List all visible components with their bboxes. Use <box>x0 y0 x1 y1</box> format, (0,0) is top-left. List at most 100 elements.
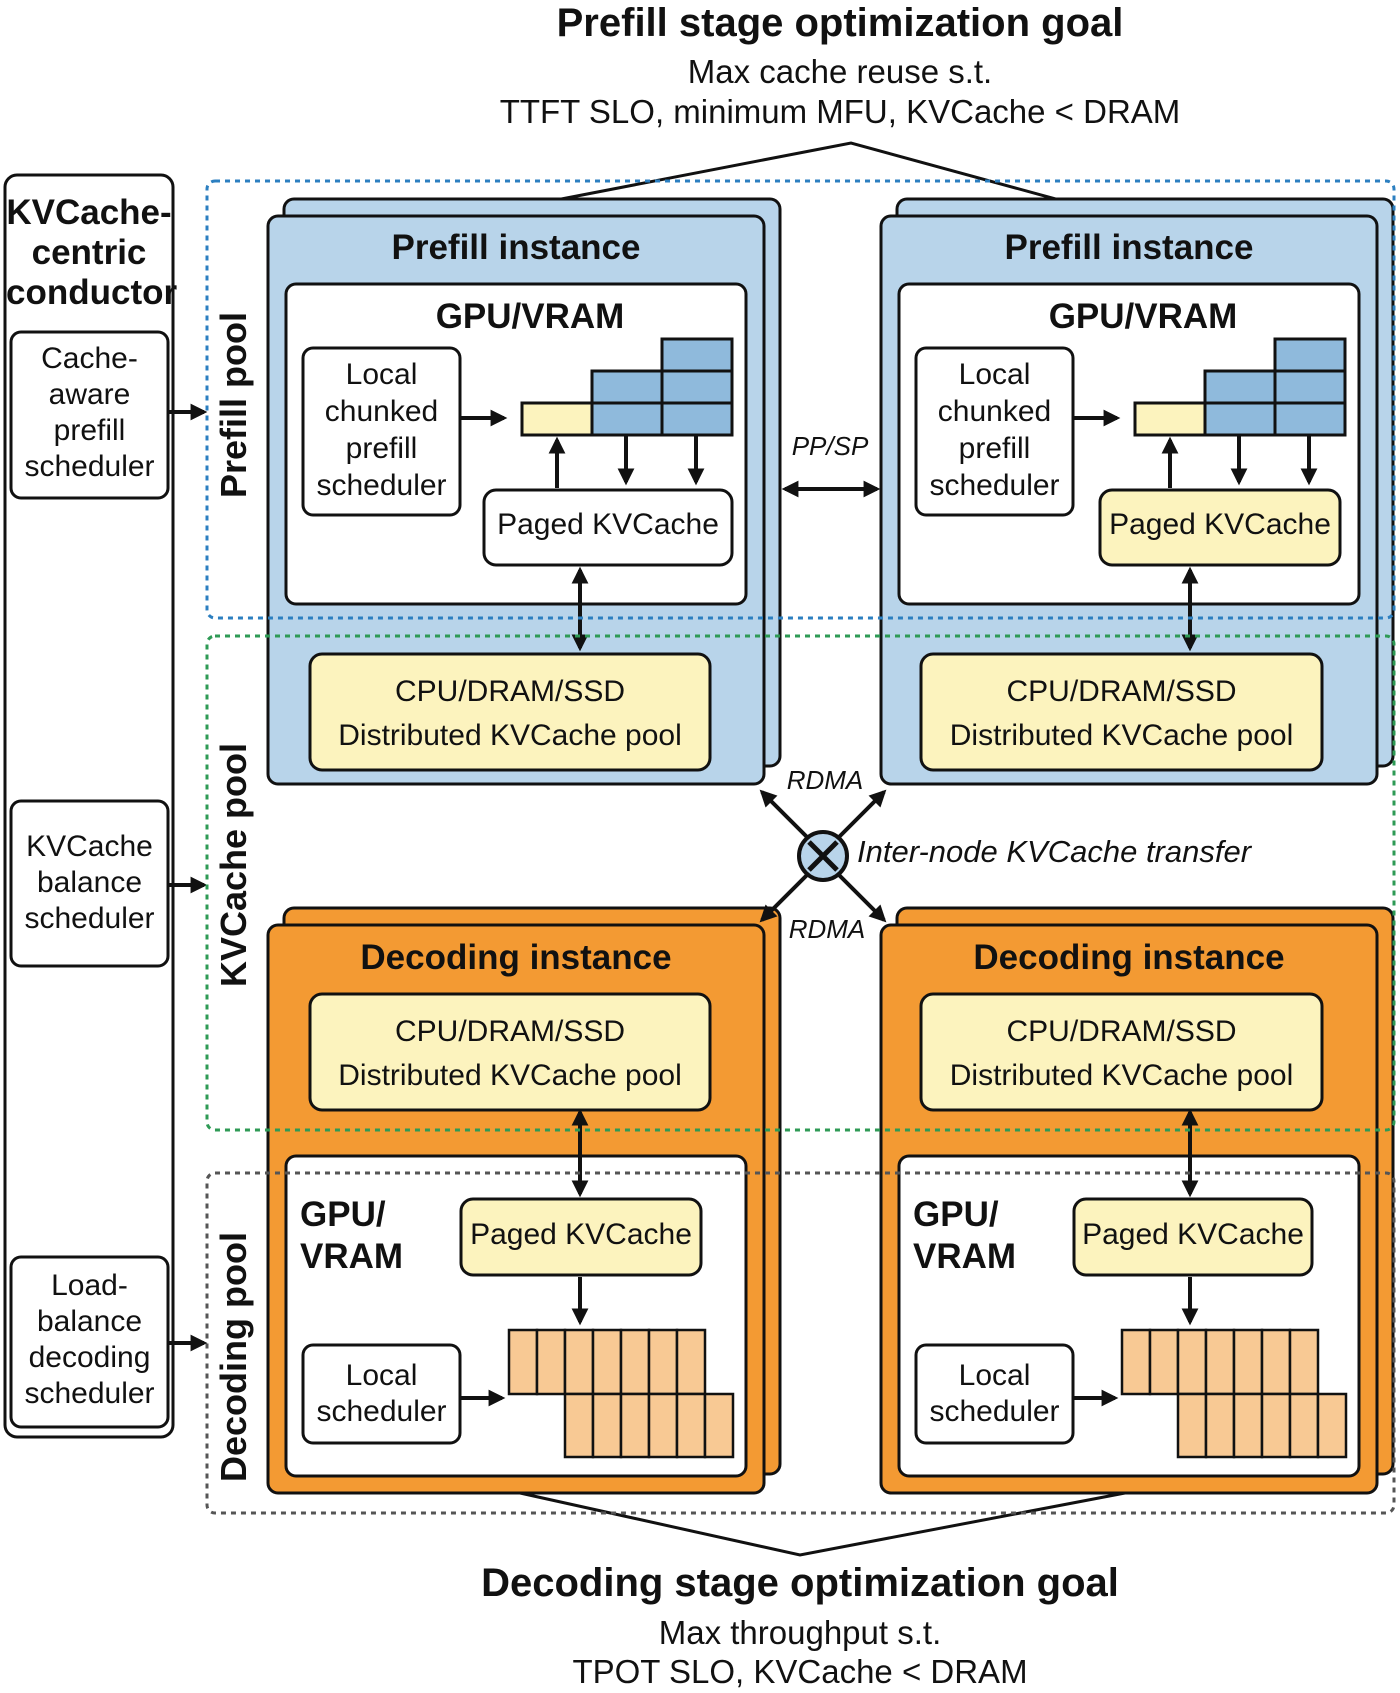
paged-kvcache <box>1098 488 1342 567</box>
pool-label-line: Distributed KVCache pool <box>338 719 682 752</box>
scheduler-label-line: scheduler <box>316 1395 447 1428</box>
conductor-title: KVCache- centric conductor <box>6 193 178 313</box>
local-chunked-prefill-scheduler-label: Local chunked prefill scheduler <box>917 356 1072 504</box>
gpu-vram-label: GPU/VRAM <box>435 297 625 336</box>
rdma-arrow <box>834 789 887 842</box>
pool-label-line: Distributed KVCache pool <box>949 1059 1294 1092</box>
distributed-kvcache-pool <box>919 992 1324 1112</box>
kv-block-new <box>1133 401 1207 437</box>
scheduler-label-line: scheduler <box>24 450 155 483</box>
scheduler-label-line: scheduler <box>24 1377 155 1410</box>
gpu-vram-label: GPU/VRAM <box>1048 297 1238 336</box>
decoding-pool-label: Decoding pool <box>213 1232 254 1482</box>
decoding-goal-title: Decoding stage optimization goal <box>481 1561 1119 1605</box>
gpu-vram-label: GPU/ VRAM <box>913 1194 1016 1278</box>
local-scheduler-label: Local scheduler <box>917 1358 1072 1430</box>
prefill-goal-title: Prefill stage optimization goal <box>556 1 1124 45</box>
prefill-instance-title: Prefill instance <box>391 228 641 267</box>
local-scheduler <box>914 1343 1075 1445</box>
kvcache-pool-label: KVCache pool <box>213 742 254 988</box>
decoding-instance-title: Decoding instance <box>973 938 1285 977</box>
rdma-label: RDMA <box>788 914 866 944</box>
pool-label-line: Distributed KVCache pool <box>949 719 1294 752</box>
paged-kvcache-label: Paged KVCache <box>1109 508 1331 541</box>
scheduler-label-line: Cache- <box>41 342 138 375</box>
kv-block <box>1203 369 1277 405</box>
decoding-goal-line1: Max throughput s.t. <box>658 1614 942 1651</box>
kv-block <box>1273 369 1347 405</box>
decoding-instance-title: Decoding instance <box>360 938 672 977</box>
kvcache-pool-outline <box>205 634 1396 1132</box>
gpu-label-line: GPU/ <box>300 1195 386 1234</box>
load-balance-decoding-scheduler-label: Load- balance decoding scheduler <box>12 1268 167 1412</box>
scheduler-label-line: chunked <box>937 395 1052 428</box>
conductor-title-line: KVCache- <box>6 193 172 232</box>
pp-sp-label: PP/SP <box>791 431 869 461</box>
rdma-arrow <box>759 789 812 842</box>
kv-block <box>1203 401 1277 437</box>
kv-block <box>590 369 664 405</box>
scheduler-label-line: scheduler <box>24 902 155 935</box>
prefill-goal-line1: Max cache reuse s.t. <box>687 53 993 90</box>
rdma-arrow <box>759 870 812 923</box>
pool-label-line: Distributed KVCache pool <box>338 1059 682 1092</box>
local-chunked-prefill-scheduler <box>301 346 462 517</box>
distributed-kvcache-pool-label: CPU/DRAM/SSD Distributed KVCache pool <box>310 1010 710 1098</box>
distributed-kvcache-pool <box>308 652 712 772</box>
gpu-label-line: VRAM <box>913 1237 1017 1276</box>
kv-block <box>1273 401 1347 437</box>
scheduler-label-line: aware <box>48 378 131 411</box>
kv-block <box>660 369 734 405</box>
gpu-label-line: GPU/ <box>913 1195 999 1234</box>
paged-kvcache-label: Paged KVCache <box>470 1218 692 1251</box>
scheduler-label-line: scheduler <box>929 469 1060 502</box>
decode-block-grid <box>1120 1328 1348 1459</box>
switch-icon-cross <box>807 840 839 872</box>
kvcache-balance-scheduler-label: KVCache balance scheduler <box>12 829 167 937</box>
paged-kvcache-label: Paged KVCache <box>1082 1218 1304 1251</box>
distributed-kvcache-pool-label: CPU/DRAM/SSD Distributed KVCache pool <box>921 1010 1322 1098</box>
pool-label-line: CPU/DRAM/SSD <box>1006 675 1237 708</box>
cache-aware-prefill-scheduler <box>9 330 170 500</box>
kv-block <box>590 401 664 437</box>
paged-kvcache <box>482 488 734 567</box>
local-scheduler <box>301 1343 462 1445</box>
paged-kvcache <box>459 1197 703 1277</box>
scheduler-label-line: scheduler <box>929 1395 1060 1428</box>
prefill-goal-line2: TTFT SLO, minimum MFU, KVCache < DRAM <box>499 93 1181 130</box>
conductor-title-line: conductor <box>6 273 178 312</box>
local-scheduler-label: Local scheduler <box>304 1358 459 1430</box>
rdma-arrow <box>834 870 887 923</box>
decoding-goal-bracket <box>519 1491 1126 1557</box>
gpu-vram-label: GPU/ VRAM <box>300 1194 403 1278</box>
prefill-pool-outline <box>205 179 1396 620</box>
kv-block-new <box>520 401 594 437</box>
scheduler-label-line: Load- <box>51 1269 128 1302</box>
scheduler-label-line: balance <box>36 866 143 899</box>
scheduler-label-line: decoding <box>28 1341 151 1374</box>
conductor-title-line: centric <box>31 233 147 272</box>
distributed-kvcache-pool <box>308 992 712 1112</box>
scheduler-label-line: Local <box>345 1359 418 1392</box>
pool-label-line: CPU/DRAM/SSD <box>1006 1015 1237 1048</box>
kv-block <box>660 337 734 373</box>
scheduler-label-line: scheduler <box>316 469 447 502</box>
inter-node-transfer-label: Inter-node KVCache transfer <box>857 834 1252 869</box>
cache-aware-prefill-scheduler-label: Cache- aware prefill scheduler <box>12 341 167 485</box>
gpu-label-line: VRAM <box>300 1237 404 1276</box>
paged-kvcache-label: Paged KVCache <box>497 508 719 541</box>
scheduler-label-line: balance <box>36 1305 143 1338</box>
local-chunked-prefill-scheduler <box>914 346 1075 517</box>
rdma-label: RDMA <box>786 765 864 795</box>
local-chunked-prefill-scheduler-label: Local chunked prefill scheduler <box>304 356 459 504</box>
pool-label-line: CPU/DRAM/SSD <box>394 675 626 708</box>
scheduler-label-line: Local <box>958 358 1031 391</box>
distributed-kvcache-pool-label: CPU/DRAM/SSD Distributed KVCache pool <box>921 670 1322 758</box>
prefill-goal-bracket <box>519 141 1086 209</box>
scheduler-label-line: Local <box>958 1359 1031 1392</box>
scheduler-label-line: Local <box>345 358 418 391</box>
scheduler-label-line: chunked <box>324 395 439 428</box>
decoding-goal-line2: TPOT SLO, KVCache < DRAM <box>572 1653 1028 1690</box>
pool-label-line: CPU/DRAM/SSD <box>394 1015 626 1048</box>
